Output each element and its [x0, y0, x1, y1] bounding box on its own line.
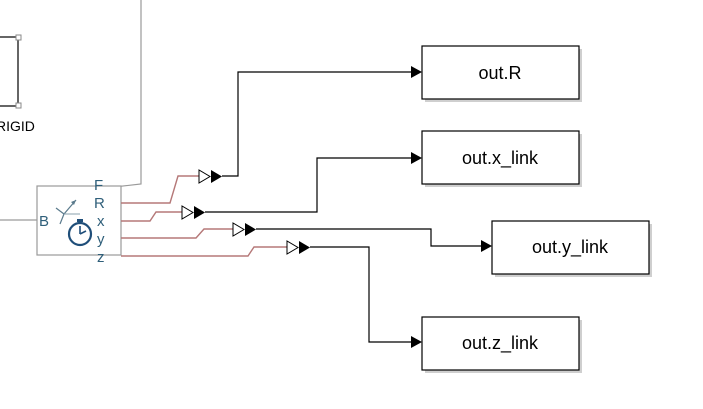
transform-sensor-block[interactable] — [36, 185, 122, 256]
sensor-port-x: x — [97, 213, 105, 230]
output-block-r[interactable] — [421, 45, 582, 102]
rigid-block[interactable] — [0, 34, 22, 109]
signal-line-z[interactable] — [310, 246, 412, 343]
frame-axes-icon — [55, 199, 80, 225]
sensor-port-b: B — [39, 213, 49, 230]
physical-line-r[interactable] — [121, 175, 199, 204]
rigid-block-label: RIGID — [0, 118, 35, 134]
physical-line-y[interactable] — [121, 228, 233, 239]
sensor-port-y: y — [97, 231, 105, 248]
signal-line-x[interactable] — [205, 157, 412, 213]
ps-converter-x[interactable] — [181, 205, 205, 220]
output-block-y-link[interactable] — [491, 220, 652, 277]
output-label-y-link: out.y_link — [532, 237, 609, 258]
resize-handle-top[interactable] — [15, 34, 22, 41]
signal-arrowhead-x — [411, 152, 422, 164]
signal-arrowhead-z — [411, 336, 422, 348]
output-label-z-link: out.z_link — [462, 333, 539, 354]
ps-converter-y[interactable] — [232, 222, 256, 237]
output-label-x-link: out.x_link — [462, 148, 539, 169]
signal-line-r[interactable] — [222, 71, 412, 177]
output-block-x-link[interactable] — [421, 130, 582, 187]
ps-converter-z[interactable] — [286, 240, 310, 255]
physical-line-x[interactable] — [121, 211, 182, 222]
sensor-port-f: F — [94, 177, 103, 194]
physical-line-z[interactable] — [121, 246, 287, 257]
resize-handle-bottom[interactable] — [15, 102, 22, 109]
output-block-z-link[interactable] — [421, 316, 582, 373]
stopwatch-icon — [67, 219, 93, 247]
signal-arrowhead-y — [481, 240, 492, 252]
sensor-port-z: z — [97, 249, 105, 266]
signal-line-y[interactable] — [256, 228, 482, 247]
sensor-port-r: R — [94, 195, 105, 212]
signal-arrowhead-r — [411, 66, 422, 78]
ps-converter-r[interactable] — [198, 169, 222, 184]
vertical-connection-line[interactable] — [113, 0, 142, 188]
output-label-r: out.R — [478, 63, 521, 83]
